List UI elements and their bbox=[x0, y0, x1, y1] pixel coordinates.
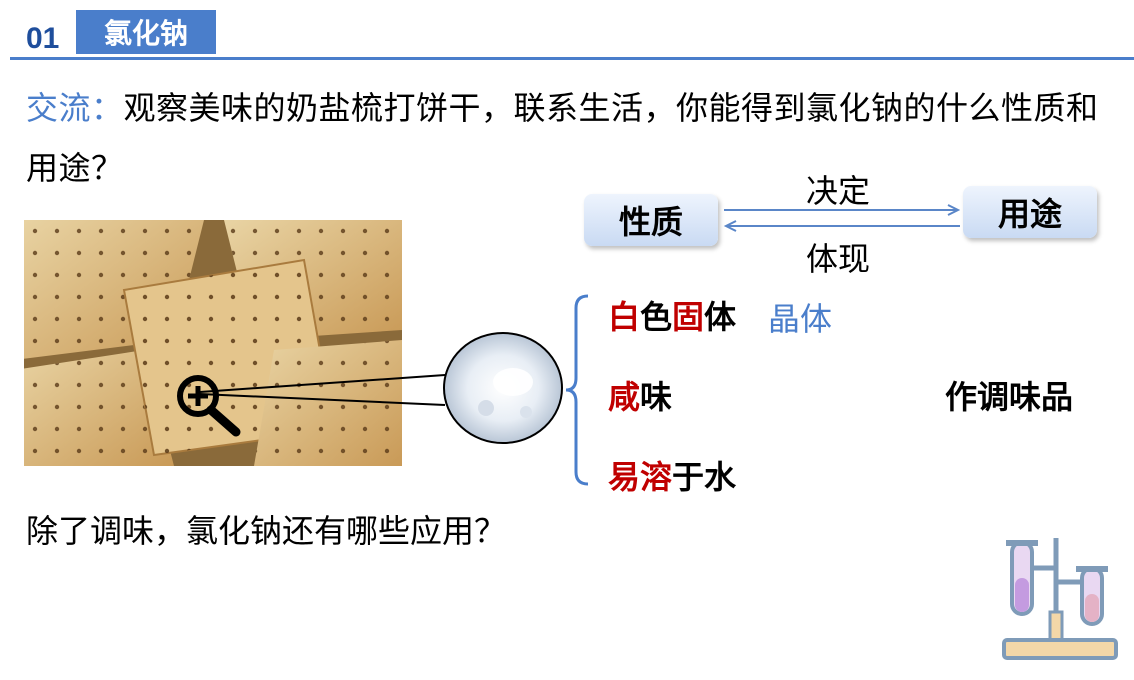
property-white-solid: 白色固体 bbox=[608, 298, 737, 336]
intro-paragraph: 交流：观察美味的奶盐梳打饼干，联系生活，你能得到氯化钠的什么性质和用途？ bbox=[26, 78, 1116, 198]
determine-label: 决定 bbox=[806, 172, 871, 210]
header-divider bbox=[10, 57, 1134, 60]
cracker-photo bbox=[24, 220, 402, 466]
property-box: 性质 bbox=[584, 194, 718, 246]
section-title: 氯化钠 bbox=[76, 10, 216, 54]
zoom-lines bbox=[200, 374, 446, 406]
property-crystal: 晶体 bbox=[768, 300, 833, 338]
property-salty: 咸味 bbox=[608, 378, 673, 416]
lab-test-tubes-icon bbox=[1002, 538, 1118, 660]
use-box: 用途 bbox=[963, 186, 1097, 238]
brace bbox=[565, 294, 589, 486]
magnifier-icon bbox=[177, 375, 241, 437]
intro-label: 交流： bbox=[26, 89, 124, 127]
bidirectional-arrows bbox=[723, 204, 961, 232]
property-soluble: 易溶于水 bbox=[608, 458, 737, 496]
intro-text: 观察美味的奶盐梳打饼干，联系生活，你能得到氯化钠的什么性质和用途？ bbox=[26, 89, 1099, 187]
reflect-label: 体现 bbox=[806, 240, 871, 278]
question-text: 除了调味，氯化钠还有哪些应用？ bbox=[26, 512, 507, 550]
salt-closeup bbox=[443, 332, 563, 444]
use-seasoning: 作调味品 bbox=[945, 378, 1074, 416]
section-number: 01 bbox=[26, 22, 60, 55]
